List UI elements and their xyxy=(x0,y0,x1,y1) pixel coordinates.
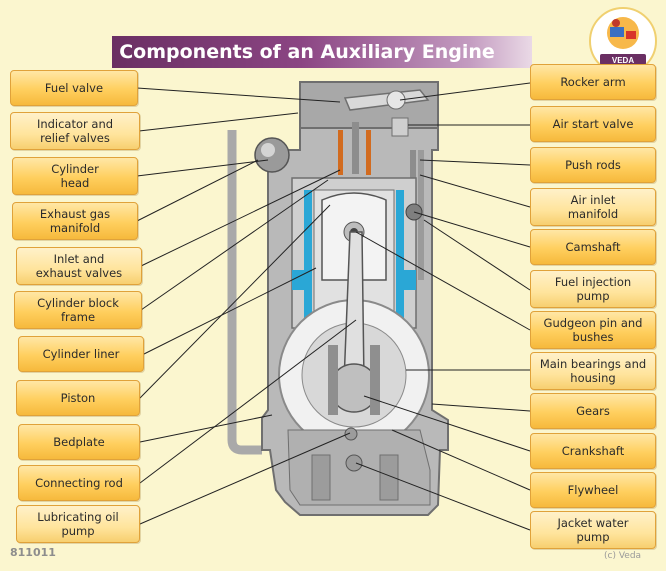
label-fuel-valve: Fuel valve xyxy=(10,70,138,106)
label-camshaft: Camshaft xyxy=(530,229,656,265)
logo-text: VEDA xyxy=(612,56,634,65)
label-rocker-arm: Rocker arm xyxy=(530,64,656,100)
label-jacket-water-pump: Jacket water pump xyxy=(530,511,656,549)
label-cylinder-head: Cylinder head xyxy=(12,157,138,195)
copyright-notice: (c) Veda xyxy=(604,551,642,561)
label-air-start-valve: Air start valve xyxy=(530,106,656,142)
label-gudgeon-pin-bushes: Gudgeon pin and bushes xyxy=(530,311,656,349)
label-lubricating-oil-pump: Lubricating oil pump xyxy=(16,505,140,543)
label-exhaust-gas-manifold: Exhaust gas manifold xyxy=(12,202,138,240)
label-main-bearings-housing: Main bearings and housing xyxy=(530,352,656,390)
label-connecting-rod: Connecting rod xyxy=(18,465,140,501)
label-piston: Piston xyxy=(16,380,140,416)
diagram-title: Components of an Auxiliary Engine xyxy=(112,36,532,68)
label-air-inlet-manifold: Air inlet manifold xyxy=(530,188,656,226)
label-gears: Gears xyxy=(530,393,656,429)
veda-logo: VEDA xyxy=(589,7,657,75)
label-crankshaft: Crankshaft xyxy=(530,433,656,469)
label-fuel-injection-pump: Fuel injection pump xyxy=(530,270,656,308)
label-flywheel: Flywheel xyxy=(530,472,656,508)
footer-code: 811011 xyxy=(10,546,56,559)
label-cylinder-liner: Cylinder liner xyxy=(18,336,144,372)
label-bedplate: Bedplate xyxy=(18,424,140,460)
label-cylinder-block-frame: Cylinder block frame xyxy=(14,291,142,329)
label-push-rods: Push rods xyxy=(530,147,656,183)
label-indicator-relief-valves: Indicator and relief valves xyxy=(10,112,140,150)
label-inlet-exhaust-valves: Inlet and exhaust valves xyxy=(16,247,142,285)
